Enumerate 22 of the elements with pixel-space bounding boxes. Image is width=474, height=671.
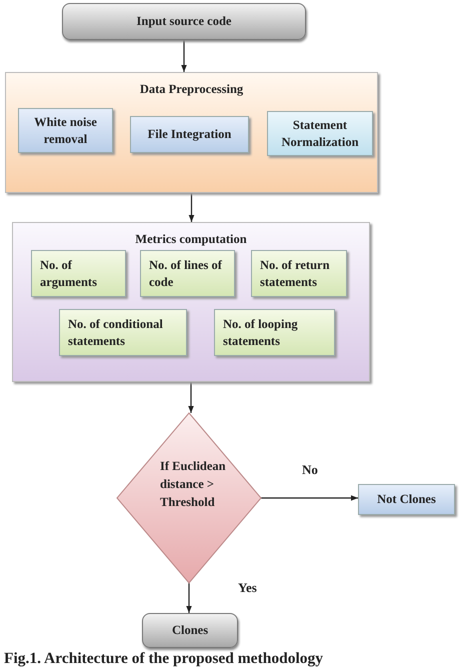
group-panel: [5, 72, 378, 193]
metric-box: No. of conditional statements: [59, 309, 187, 356]
group-title: Data Preprocessing: [138, 81, 244, 98]
condition-text: If Euclidean distance > Threshold: [160, 458, 227, 512]
arrow: [188, 382, 194, 413]
process-box: Not Clones: [358, 484, 455, 515]
metric-box: No. of looping statements: [214, 309, 335, 356]
arrow: [186, 583, 192, 613]
arrow: [181, 40, 187, 72]
figure-caption: Fig.1. Architecture of the proposed methodology: [4, 650, 324, 668]
process-box: File Integration: [130, 116, 249, 153]
group-title: Metrics computation: [134, 231, 248, 248]
start-box: Input source code: [62, 3, 306, 40]
group-panel: [12, 222, 370, 382]
end-box: Clones: [142, 613, 238, 648]
arrow: [261, 495, 358, 501]
metric-box: No. of lines of code: [140, 250, 235, 297]
process-box: White noise removal: [18, 108, 113, 153]
arrow: [188, 193, 194, 222]
metric-box: No. of arguments: [31, 250, 126, 297]
process-box: Statement Normalization: [267, 111, 373, 156]
metric-box: No. of return statements: [251, 250, 347, 297]
